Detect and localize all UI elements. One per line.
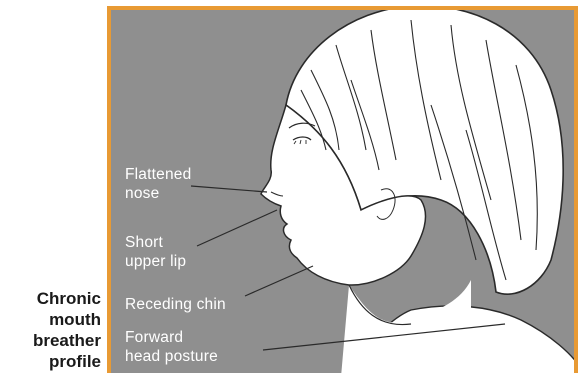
caption-line: breather [0, 330, 101, 351]
label-text: upper lip [125, 252, 186, 271]
label-short-upper-lip: Short upper lip [125, 233, 186, 271]
label-text: Short [125, 233, 186, 252]
figure-caption: Chronic mouth breather profile [0, 288, 101, 372]
caption-line: profile [0, 351, 101, 372]
label-forward-head-posture: Forward head posture [125, 328, 218, 366]
label-receding-chin: Receding chin [125, 295, 226, 314]
leader-line-lip [197, 210, 277, 246]
label-text: Receding chin [125, 295, 226, 314]
leader-line-chin [245, 266, 313, 296]
label-text: Forward [125, 328, 218, 347]
leader-line-nose [191, 186, 267, 192]
caption-line: Chronic [0, 288, 101, 309]
label-text: head posture [125, 347, 218, 366]
label-text: Flattened [125, 165, 191, 184]
caption-line: mouth [0, 309, 101, 330]
neck-shape [341, 280, 471, 373]
illustration-frame: Flattened nose Short upper lip Receding … [107, 6, 578, 373]
label-text: nose [125, 184, 191, 203]
label-flattened-nose: Flattened nose [125, 165, 191, 203]
